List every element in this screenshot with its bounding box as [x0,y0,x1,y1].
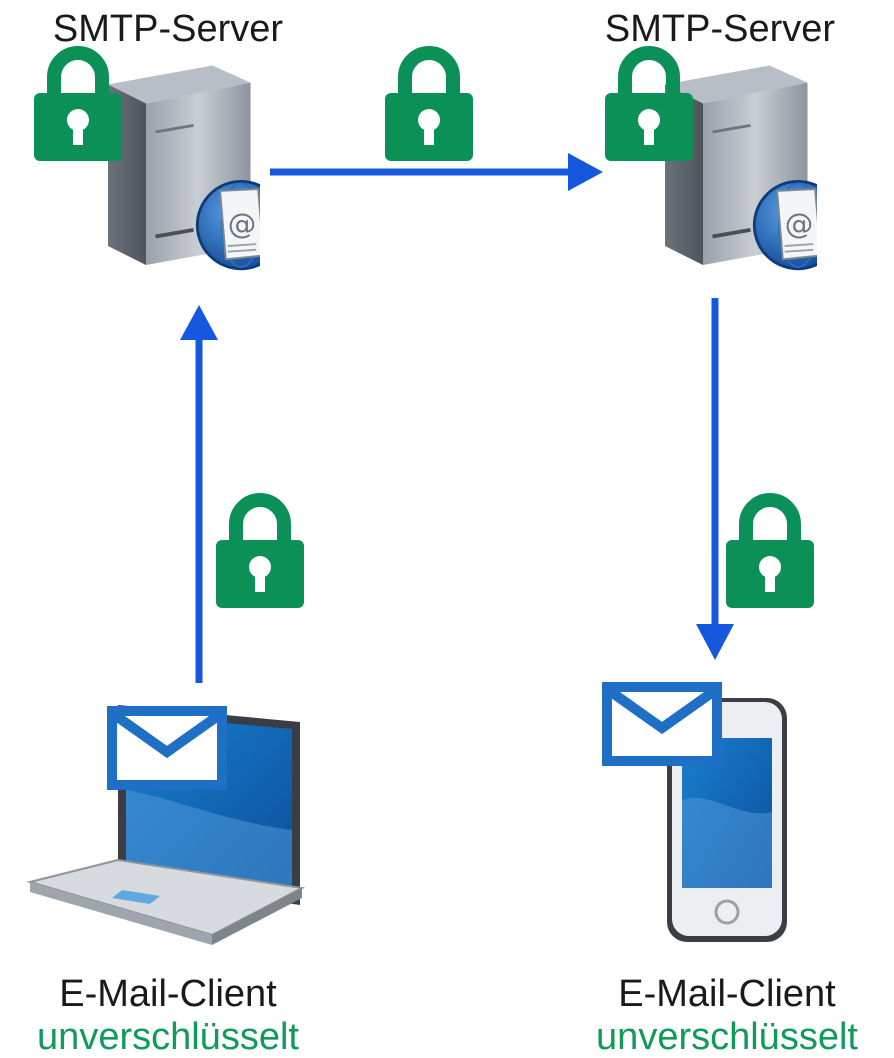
server-left-title: SMTP-Server [52,8,284,50]
laptop-icon [26,705,306,945]
envelope-icon [607,687,717,761]
padlock-icon [385,53,473,161]
edge-server-left-to-server-right [270,153,603,191]
arrowhead-right [568,153,603,191]
envelope-icon [112,711,222,785]
edge-server-right-to-client-right [696,298,734,660]
client-left-status: unverschlüsselt [37,1016,299,1058]
mail-server-icon [108,66,285,269]
padlock-icon [605,53,693,161]
client-right-status: unverschlüsselt [596,1016,858,1058]
client-right-title: E-Mail-Client [618,973,836,1015]
padlock-icon [216,500,304,608]
arrowhead-up [180,305,218,340]
arrowhead-down [696,624,734,660]
padlock-icon [34,53,122,161]
padlock-icon [726,500,814,608]
edge-client-left-to-server-left [180,305,218,683]
server-right-title: SMTP-Server [604,8,836,50]
client-left-title: E-Mail-Client [59,973,277,1015]
